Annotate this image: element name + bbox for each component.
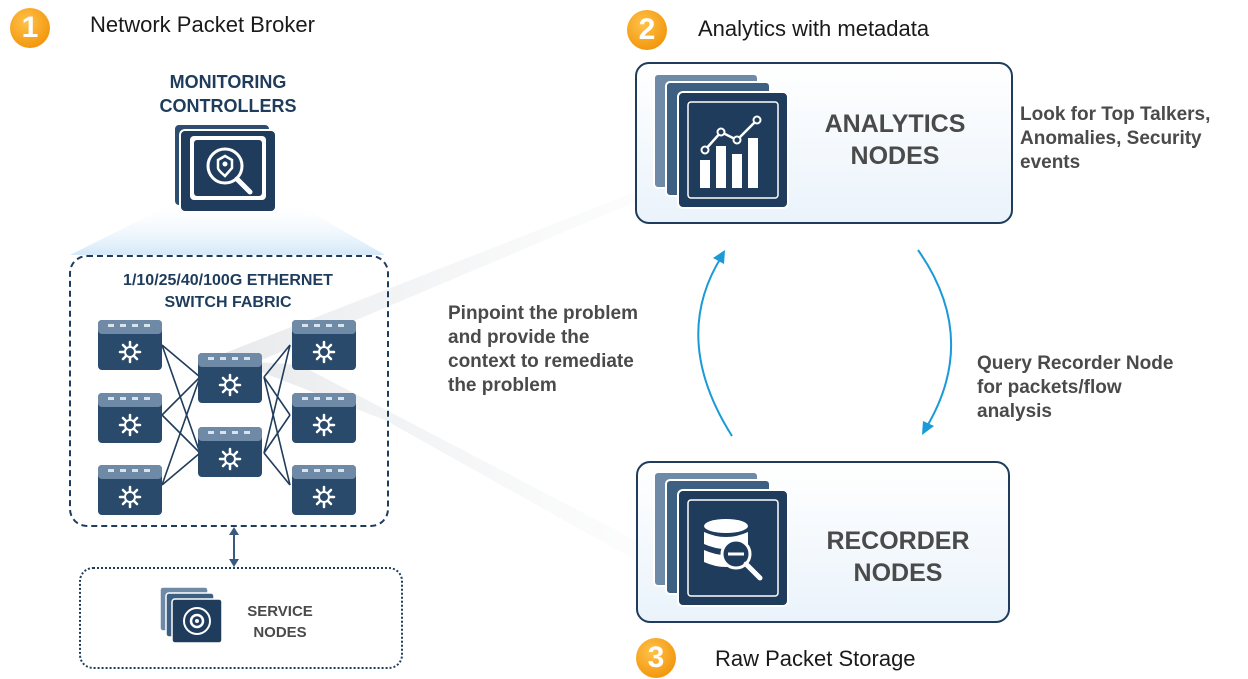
monitoring-label-line2: CONTROLLERS bbox=[159, 96, 297, 116]
analytics-nodes-label: ANALYTICS NODES bbox=[800, 108, 990, 172]
look-for-line1: Look for Top Talkers, bbox=[1020, 104, 1211, 125]
analytics-label-line2: NODES bbox=[850, 142, 940, 170]
service-nodes-label: SERVICE NODES bbox=[230, 601, 330, 643]
controller-cone bbox=[70, 200, 385, 255]
pinpoint-line1: Pinpoint the problem bbox=[448, 303, 638, 324]
network-switch-icon bbox=[196, 351, 264, 405]
query-line1: Query Recorder Node bbox=[977, 353, 1174, 374]
section-title-3: Raw Packet Storage bbox=[715, 646, 916, 671]
network-switch-icon bbox=[96, 318, 164, 372]
query-line3: analysis bbox=[977, 401, 1052, 422]
switch-fabric-diagram bbox=[96, 318, 358, 517]
bar-chart-icon bbox=[677, 91, 789, 209]
section-title-1: Network Packet Broker bbox=[90, 12, 315, 37]
service-label-line2: NODES bbox=[253, 624, 307, 641]
pinpoint-line2: and provide the bbox=[448, 327, 590, 348]
network-switch-icon bbox=[290, 391, 358, 445]
down-arrowhead bbox=[922, 421, 934, 435]
recorder-node-stack bbox=[653, 471, 789, 607]
step-badge-3: 3 bbox=[636, 638, 676, 678]
step-badge-1: 1 bbox=[10, 8, 50, 48]
network-switch-icon bbox=[290, 463, 358, 517]
look-for-line2: Anomalies, Security bbox=[1020, 128, 1202, 149]
step-badge-2: 2 bbox=[627, 10, 667, 50]
network-switch-icon bbox=[96, 391, 164, 445]
monitoring-controllers-label: MONITORING CONTROLLERS bbox=[120, 70, 336, 118]
recorder-label-line1: RECORDER bbox=[826, 527, 970, 555]
switch-fabric-label: 1/10/25/40/100G ETHERNET SWITCH FABRIC bbox=[72, 270, 384, 314]
pinpoint-note: Pinpoint the problem and provide the con… bbox=[448, 302, 698, 398]
service-label-line1: SERVICE bbox=[247, 603, 313, 620]
section-title-2: Analytics with metadata bbox=[698, 16, 930, 41]
shield-magnifier-icon bbox=[190, 136, 266, 200]
monitoring-controller-stack bbox=[173, 123, 277, 213]
cycle-arrows bbox=[697, 249, 953, 437]
pinpoint-line4: the problem bbox=[448, 375, 557, 396]
network-switch-icon bbox=[290, 318, 358, 372]
recorder-label-line2: NODES bbox=[853, 559, 943, 587]
fabric-label-line1: 1/10/25/40/100G ETHERNET bbox=[123, 272, 333, 289]
database-search-icon bbox=[677, 489, 789, 607]
monitoring-label-line1: MONITORING bbox=[169, 72, 287, 92]
service-nodes-box bbox=[79, 567, 403, 669]
query-line2: for packets/flow bbox=[977, 377, 1122, 398]
fabric-label-line2: SWITCH FABRIC bbox=[164, 294, 292, 311]
analytics-label-line1: ANALYTICS bbox=[824, 110, 966, 138]
gear-cycle-icon bbox=[171, 598, 223, 644]
analytics-node-stack bbox=[653, 73, 789, 209]
up-arrowhead bbox=[713, 250, 725, 264]
up-arrow-curve bbox=[697, 255, 733, 437]
service-node-stack bbox=[159, 586, 223, 644]
pinpoint-line3: context to remediate bbox=[448, 351, 634, 372]
network-switch-icon bbox=[196, 425, 264, 479]
recorder-nodes-label: RECORDER NODES bbox=[800, 525, 996, 589]
look-for-note: Look for Top Talkers, Anomalies, Securit… bbox=[1020, 103, 1246, 175]
switch-fabric-box bbox=[69, 255, 389, 527]
down-arrow-curve bbox=[917, 249, 953, 429]
fabric-service-arrow bbox=[229, 527, 239, 567]
query-note: Query Recorder Node for packets/flow ana… bbox=[977, 352, 1217, 424]
look-for-line3: events bbox=[1020, 152, 1081, 173]
network-switch-icon bbox=[96, 463, 164, 517]
